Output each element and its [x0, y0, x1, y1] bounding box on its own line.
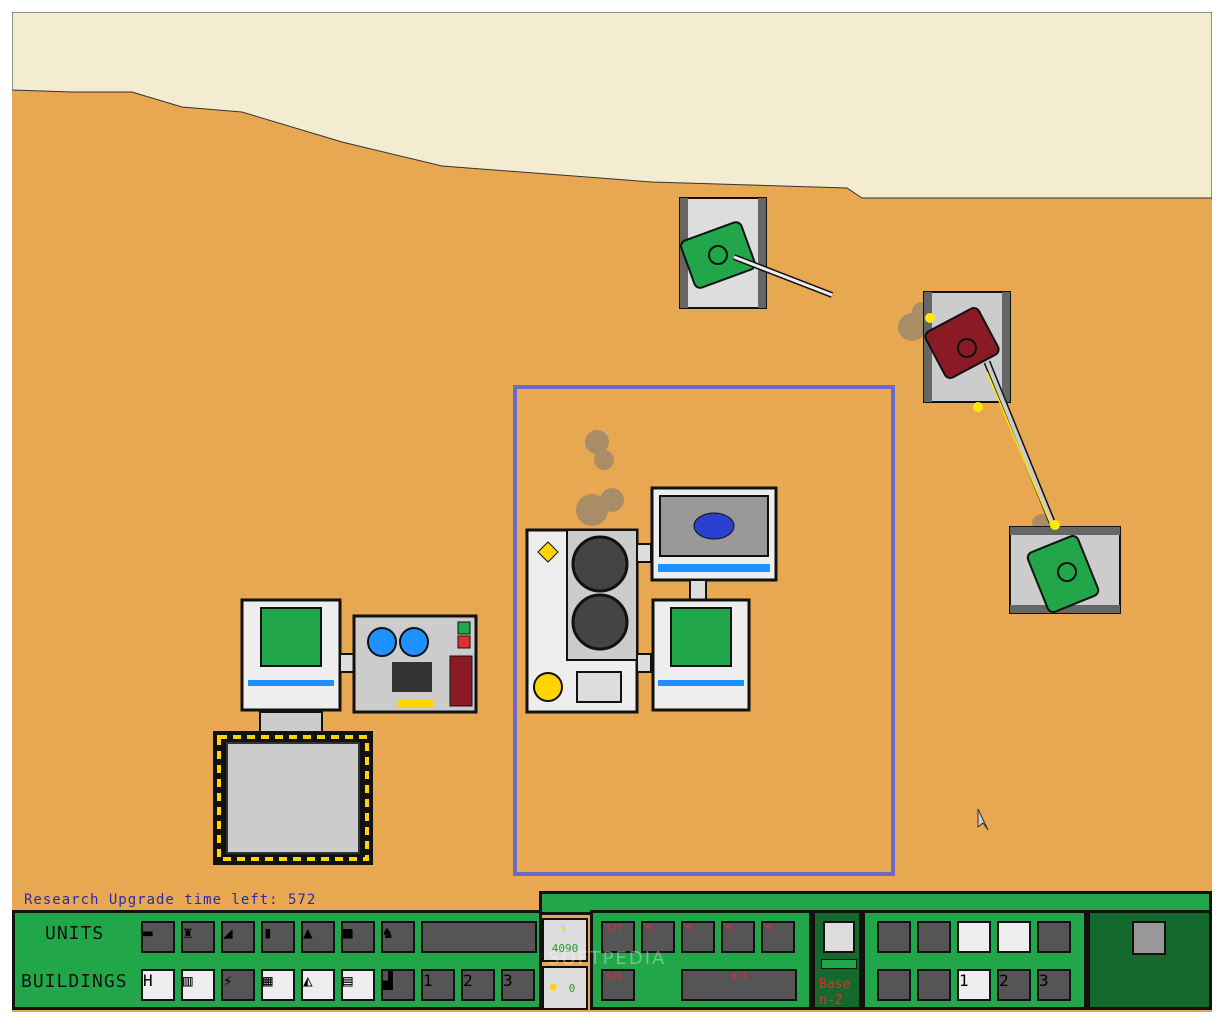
group-3-button[interactable]: 3 — [1037, 969, 1071, 1001]
building-slot-hq[interactable]: H — [141, 969, 175, 1001]
group-2-button[interactable]: 2 — [997, 969, 1031, 1001]
build-queue-right: 1 2 3 — [862, 910, 1087, 1010]
building-group-1[interactable]: 1 — [421, 969, 455, 1001]
building-slot-power-plant[interactable]: ⚡ — [221, 969, 255, 1001]
factory-icon: ▥ — [183, 971, 193, 990]
building-slot-factory[interactable]: ▥ — [181, 969, 215, 1001]
build-slot[interactable] — [1037, 921, 1071, 953]
build-slot[interactable] — [957, 921, 991, 953]
research-lab[interactable] — [352, 614, 478, 714]
turret-icon: ▟ — [383, 971, 393, 990]
unit-slot-cannon-tank[interactable]: ▮ — [261, 921, 295, 953]
unit-slot-rocket-tank[interactable]: ▲ — [301, 921, 335, 953]
battlefield-map[interactable] — [12, 12, 1212, 1012]
walker-icon: ♜ — [183, 923, 193, 942]
building-slot-refinery[interactable]: ▤ — [341, 969, 375, 1001]
units-bar: UNITS BUILDINGS ▬ ♜ ◢ ▮ ▲ ■ ♞ H ▥ ⚡ ▦ ◭ … — [12, 910, 542, 1010]
reactor-icon: ◭ — [303, 971, 313, 990]
minimap-button[interactable] — [1132, 921, 1166, 955]
production-queue: 1/7 0 0 0 0 0/6 0/1 — [590, 910, 812, 1010]
power-plant[interactable] — [525, 528, 652, 714]
queue-slot[interactable]: 0/6 — [601, 969, 635, 1001]
queue-slot-super[interactable]: 0/1 — [681, 969, 797, 1001]
build-slot[interactable] — [917, 921, 951, 953]
money-value: 4090 — [551, 942, 579, 955]
rocket-tank-icon: ▲ — [303, 923, 313, 942]
money-icon: $ — [560, 922, 567, 935]
money-display: $ 4090 — [542, 918, 588, 962]
group-1-button[interactable]: 1 — [957, 969, 991, 1001]
minimap-panel[interactable] — [1087, 910, 1212, 1010]
building-slot-turret[interactable]: ▟ — [381, 969, 415, 1001]
command-center[interactable] — [213, 598, 373, 865]
radar-station[interactable] — [650, 486, 778, 601]
building-group-3[interactable]: 3 — [501, 969, 535, 1001]
build-slot[interactable] — [997, 921, 1031, 953]
watermark: SOFTPEDIA — [548, 948, 667, 969]
hq-icon: H — [143, 971, 153, 990]
unit-slot-heavy-robot[interactable]: ■ — [341, 921, 375, 953]
player-tank[interactable] — [1009, 520, 1121, 614]
enemy-tank[interactable] — [923, 291, 1056, 528]
build-slot[interactable] — [877, 969, 911, 1001]
unit-slot-artillery[interactable]: ◢ — [221, 921, 255, 953]
power-plant-icon: ⚡ — [223, 971, 233, 990]
build-slot[interactable] — [917, 969, 951, 1001]
building-slot-office[interactable]: ▦ — [261, 969, 295, 1001]
queue-slot[interactable]: 0 — [641, 921, 675, 953]
unit-slot-walker[interactable]: ♜ — [181, 921, 215, 953]
artillery-icon: ◢ — [223, 923, 233, 942]
command-center[interactable] — [651, 598, 751, 712]
beach-terrain — [12, 12, 1212, 199]
unit-slot-mech[interactable]: ♞ — [381, 921, 415, 953]
base-health-bar — [821, 959, 857, 969]
base-index: n-2 — [819, 993, 843, 1008]
mech-icon: ♞ — [383, 923, 393, 942]
research-status: Research Upgrade time left: 572 — [24, 892, 317, 908]
base-selector[interactable]: Base n-2 — [812, 910, 862, 1010]
building-slot-reactor[interactable]: ◭ — [301, 969, 335, 1001]
cursor-pointer — [977, 808, 989, 831]
queue-slot[interactable]: 0 — [721, 921, 755, 953]
energy-display: ● 0 — [542, 966, 588, 1010]
unit-slot-light-tank[interactable]: ▬ — [141, 921, 175, 953]
base-label: Base — [819, 977, 851, 992]
refinery-icon: ▤ — [343, 971, 353, 990]
game-viewport[interactable]: Research Upgrade time left: 572 — [12, 12, 1212, 1012]
queue-slot[interactable]: 0 — [681, 921, 715, 953]
queue-slot[interactable]: 1/7 — [601, 921, 635, 953]
light-tank-icon: ▬ — [143, 923, 153, 942]
build-slot[interactable] — [877, 921, 911, 953]
unit-slot-super-tank[interactable] — [421, 921, 537, 953]
units-label: UNITS — [45, 923, 105, 944]
cannon-tank-icon: ▮ — [263, 923, 273, 942]
building-group-2[interactable]: 2 — [461, 969, 495, 1001]
buildings-label: BUILDINGS — [21, 971, 128, 992]
selection-box — [513, 385, 895, 876]
office-icon: ▦ — [263, 971, 273, 990]
lightbulb-icon: ● — [550, 980, 557, 993]
player-tank[interactable] — [679, 197, 834, 309]
base-icon — [823, 921, 855, 953]
heavy-robot-icon: ■ — [343, 923, 353, 942]
energy-value: 0 — [568, 982, 576, 995]
queue-slot[interactable]: 0 — [761, 921, 795, 953]
